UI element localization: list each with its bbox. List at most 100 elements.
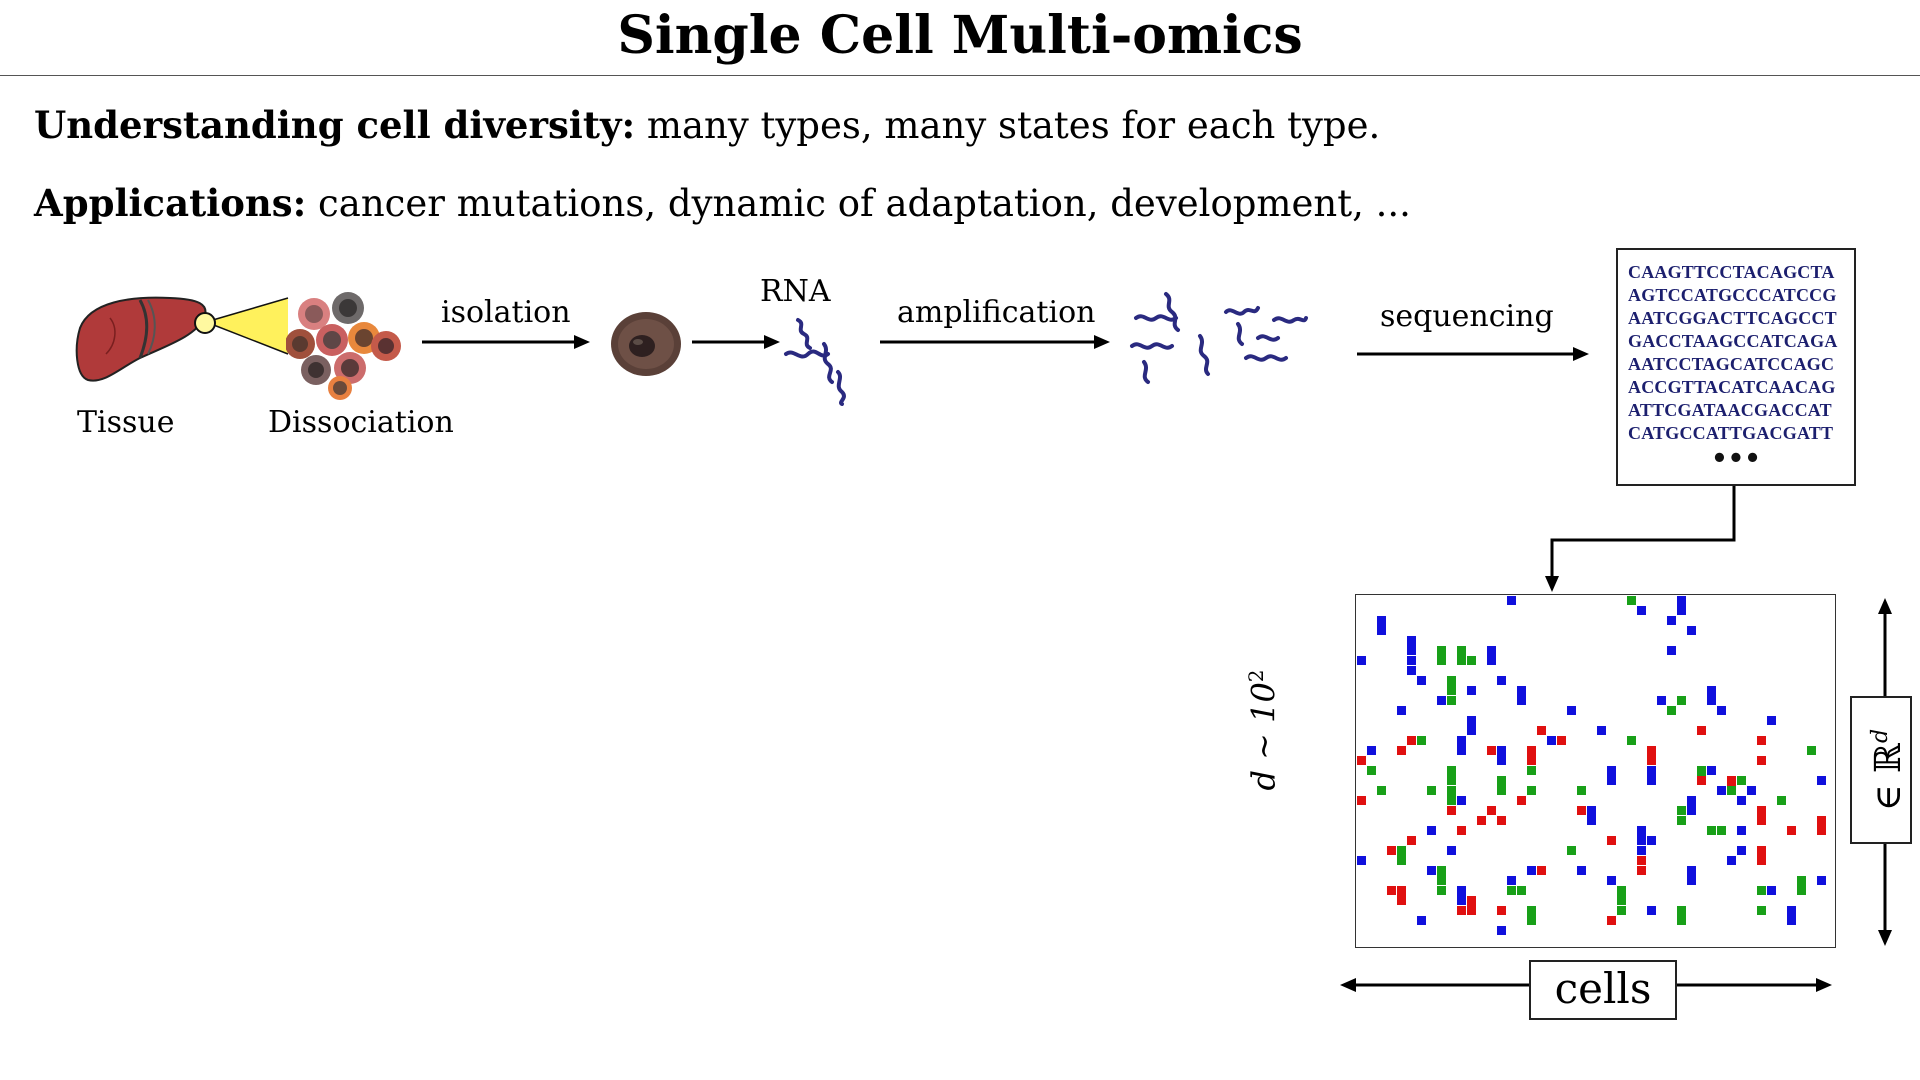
matrix-cell (1437, 886, 1446, 895)
matrix-grid (1357, 596, 1826, 935)
matrix-cell (1617, 886, 1626, 905)
rna-strand-icon (784, 318, 846, 406)
matrix-cell (1637, 866, 1646, 875)
matrix-cell (1407, 656, 1416, 665)
matrix-cell (1627, 736, 1636, 745)
matrix-cell (1427, 826, 1436, 835)
matrix-cell (1647, 766, 1656, 785)
matrix-cell (1677, 816, 1686, 825)
matrix-cell (1447, 846, 1456, 855)
matrix-cell (1427, 866, 1436, 875)
matrix-cell (1447, 786, 1456, 805)
matrix-cell (1487, 746, 1496, 755)
matrix-cell (1467, 656, 1476, 665)
matrix-cell (1667, 706, 1676, 715)
matrix-cell (1457, 736, 1466, 755)
matrix-cell (1757, 846, 1766, 865)
matrix-cell (1727, 776, 1736, 795)
matrix-cell (1757, 756, 1766, 765)
cells-axis-label: cells (1529, 960, 1677, 1020)
sequence-read: ACCGTTACATCAACAG (1628, 377, 1836, 397)
bullet-heading: Applications: (34, 181, 307, 225)
matrix-cell (1687, 796, 1696, 815)
arrow-right-icon (1357, 347, 1589, 361)
matrix-cell (1677, 596, 1686, 615)
matrix-cell (1367, 746, 1376, 755)
matrix-cell (1407, 636, 1416, 655)
isolation-label: isolation (441, 295, 571, 330)
matrix-cell (1377, 786, 1386, 795)
matrix-cell (1647, 836, 1656, 845)
matrix-cell (1527, 766, 1536, 775)
arrow-right-icon (880, 335, 1110, 349)
matrix-cell (1397, 846, 1406, 865)
matrix-cell (1457, 646, 1466, 665)
feature-space-label: ∈ ℝd (1852, 698, 1910, 842)
sequencing-label: sequencing (1380, 299, 1554, 334)
matrix-cell (1707, 826, 1716, 835)
dissociation-label: Dissociation (268, 405, 454, 440)
matrix-cell (1607, 876, 1616, 885)
matrix-cell (1567, 706, 1576, 715)
matrix-cell (1787, 906, 1796, 925)
matrix-cell (1727, 786, 1736, 795)
matrix-cell (1717, 826, 1726, 835)
tissue-label: Tissue (77, 405, 175, 440)
sequence-read: AATCCTAGCATCCAGC (1628, 354, 1835, 374)
matrix-cell (1357, 856, 1366, 865)
matrix-cell (1457, 826, 1466, 835)
matrix-cell (1497, 676, 1506, 685)
matrix-cell (1467, 716, 1476, 735)
matrix-cell (1387, 846, 1396, 855)
matrix-cell (1537, 866, 1546, 875)
matrix-cell (1647, 746, 1656, 765)
dissociated-cells-icon (286, 292, 401, 400)
matrix-cell (1737, 796, 1746, 805)
matrix-cell (1387, 886, 1396, 895)
matrix-cell (1527, 866, 1536, 875)
magnifier-beam-icon (194, 297, 289, 355)
matrix-cell (1447, 696, 1456, 705)
matrix-cell (1577, 786, 1586, 795)
matrix-cell (1427, 786, 1436, 795)
matrix-cell (1527, 746, 1536, 765)
isolated-cell-icon (611, 312, 681, 376)
matrix-cell (1817, 816, 1826, 835)
matrix-cell (1667, 616, 1676, 625)
bullet-applications: Applications: cancer mutations, dynamic … (34, 180, 1411, 227)
matrix-cell (1757, 906, 1766, 915)
matrix-cell (1817, 776, 1826, 785)
matrix-cell (1737, 846, 1746, 855)
matrix-cell (1607, 766, 1616, 785)
matrix-cell (1757, 806, 1766, 825)
dimension-label-base: d ∼ 10 (1244, 682, 1283, 791)
matrix-cell (1517, 686, 1526, 705)
matrix-cell (1657, 696, 1666, 705)
matrix-cell (1397, 886, 1406, 905)
bullet-cell-diversity: Understanding cell diversity: many types… (34, 102, 1380, 149)
amplification-label: amplification (897, 295, 1096, 330)
matrix-cell (1567, 846, 1576, 855)
matrix-cell (1697, 726, 1706, 735)
matrix-cell (1717, 786, 1726, 795)
matrix-cell (1447, 766, 1456, 785)
matrix-cell (1497, 906, 1506, 915)
matrix-cell (1407, 736, 1416, 745)
matrix-cell (1497, 926, 1506, 935)
matrix-cell (1767, 716, 1776, 725)
matrix-cell (1697, 766, 1706, 785)
matrix-cell (1447, 676, 1456, 695)
matrix-cell (1437, 696, 1446, 705)
arrow-right-icon (422, 335, 590, 349)
matrix-cell (1367, 766, 1376, 775)
matrix-cell (1627, 596, 1636, 605)
matrix-cell (1807, 746, 1816, 755)
matrix-cell (1677, 696, 1686, 705)
matrix-cell (1647, 906, 1656, 915)
matrix-cell (1687, 866, 1696, 885)
matrix-cell (1757, 886, 1766, 895)
matrix-cell (1397, 746, 1406, 755)
matrix-cell (1797, 876, 1806, 895)
matrix-cell (1407, 836, 1416, 845)
matrix-cell (1737, 826, 1746, 835)
